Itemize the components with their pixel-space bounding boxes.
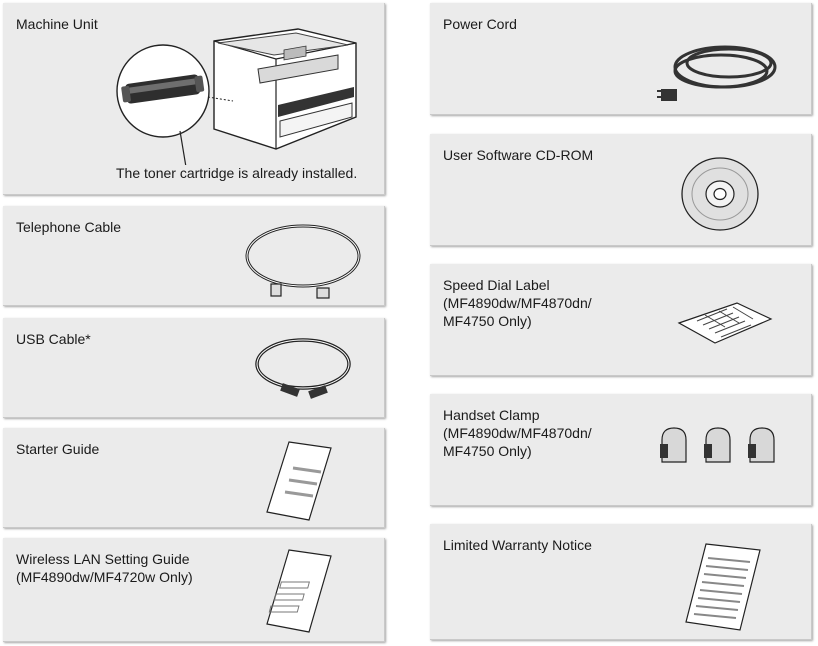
wireless-guide-label: Wireless LAN Setting Guide (MF4890dw/MF4… xyxy=(16,551,193,585)
speed-dial-label-sheet-icon xyxy=(675,299,775,349)
speed-dial-panel: Speed Dial Label (MF4890dw/MF4870dn/ MF4… xyxy=(430,264,812,376)
cd-rom-label: User Software CD-ROM xyxy=(443,147,594,163)
printer-illustration xyxy=(108,25,363,165)
power-cord-panel: Power Cord xyxy=(430,3,812,115)
wireless-guide-booklet-icon xyxy=(265,546,335,636)
handset-clamp-panel: Handset Clamp (MF4890dw/MF4870dn/ MF4750… xyxy=(430,394,812,506)
usb-cable-label: USB Cable* xyxy=(16,331,91,347)
cd-rom-icon xyxy=(678,154,763,234)
telephone-cable-icon xyxy=(243,218,368,303)
warranty-document-icon xyxy=(684,542,764,632)
telephone-cable-label: Telephone Cable xyxy=(16,219,122,235)
usb-cable-panel: USB Cable* xyxy=(3,318,385,418)
machine-unit-label: Machine Unit xyxy=(16,16,98,32)
starter-guide-panel: Starter Guide xyxy=(3,428,385,528)
telephone-cable-panel: Telephone Cable xyxy=(3,206,385,306)
cd-rom-panel: User Software CD-ROM xyxy=(430,134,812,246)
starter-guide-booklet-icon xyxy=(265,438,335,524)
warranty-panel: Limited Warranty Notice xyxy=(430,524,812,640)
machine-unit-panel: Machine Unit The toner cart xyxy=(3,3,385,195)
warranty-label: Limited Warranty Notice xyxy=(443,537,592,553)
speed-dial-label: Speed Dial Label (MF4890dw/MF4870dn/ MF4… xyxy=(443,277,592,329)
power-cord-label: Power Cord xyxy=(443,16,517,32)
starter-guide-label: Starter Guide xyxy=(16,441,100,457)
wireless-guide-panel: Wireless LAN Setting Guide (MF4890dw/MF4… xyxy=(3,538,385,642)
power-cord-icon xyxy=(655,33,785,108)
usb-cable-icon xyxy=(253,330,358,410)
toner-note: The toner cartridge is already installed… xyxy=(116,165,358,181)
handset-clamp-icon xyxy=(658,422,788,472)
handset-clamp-label: Handset Clamp (MF4890dw/MF4870dn/ MF4750… xyxy=(443,407,592,459)
